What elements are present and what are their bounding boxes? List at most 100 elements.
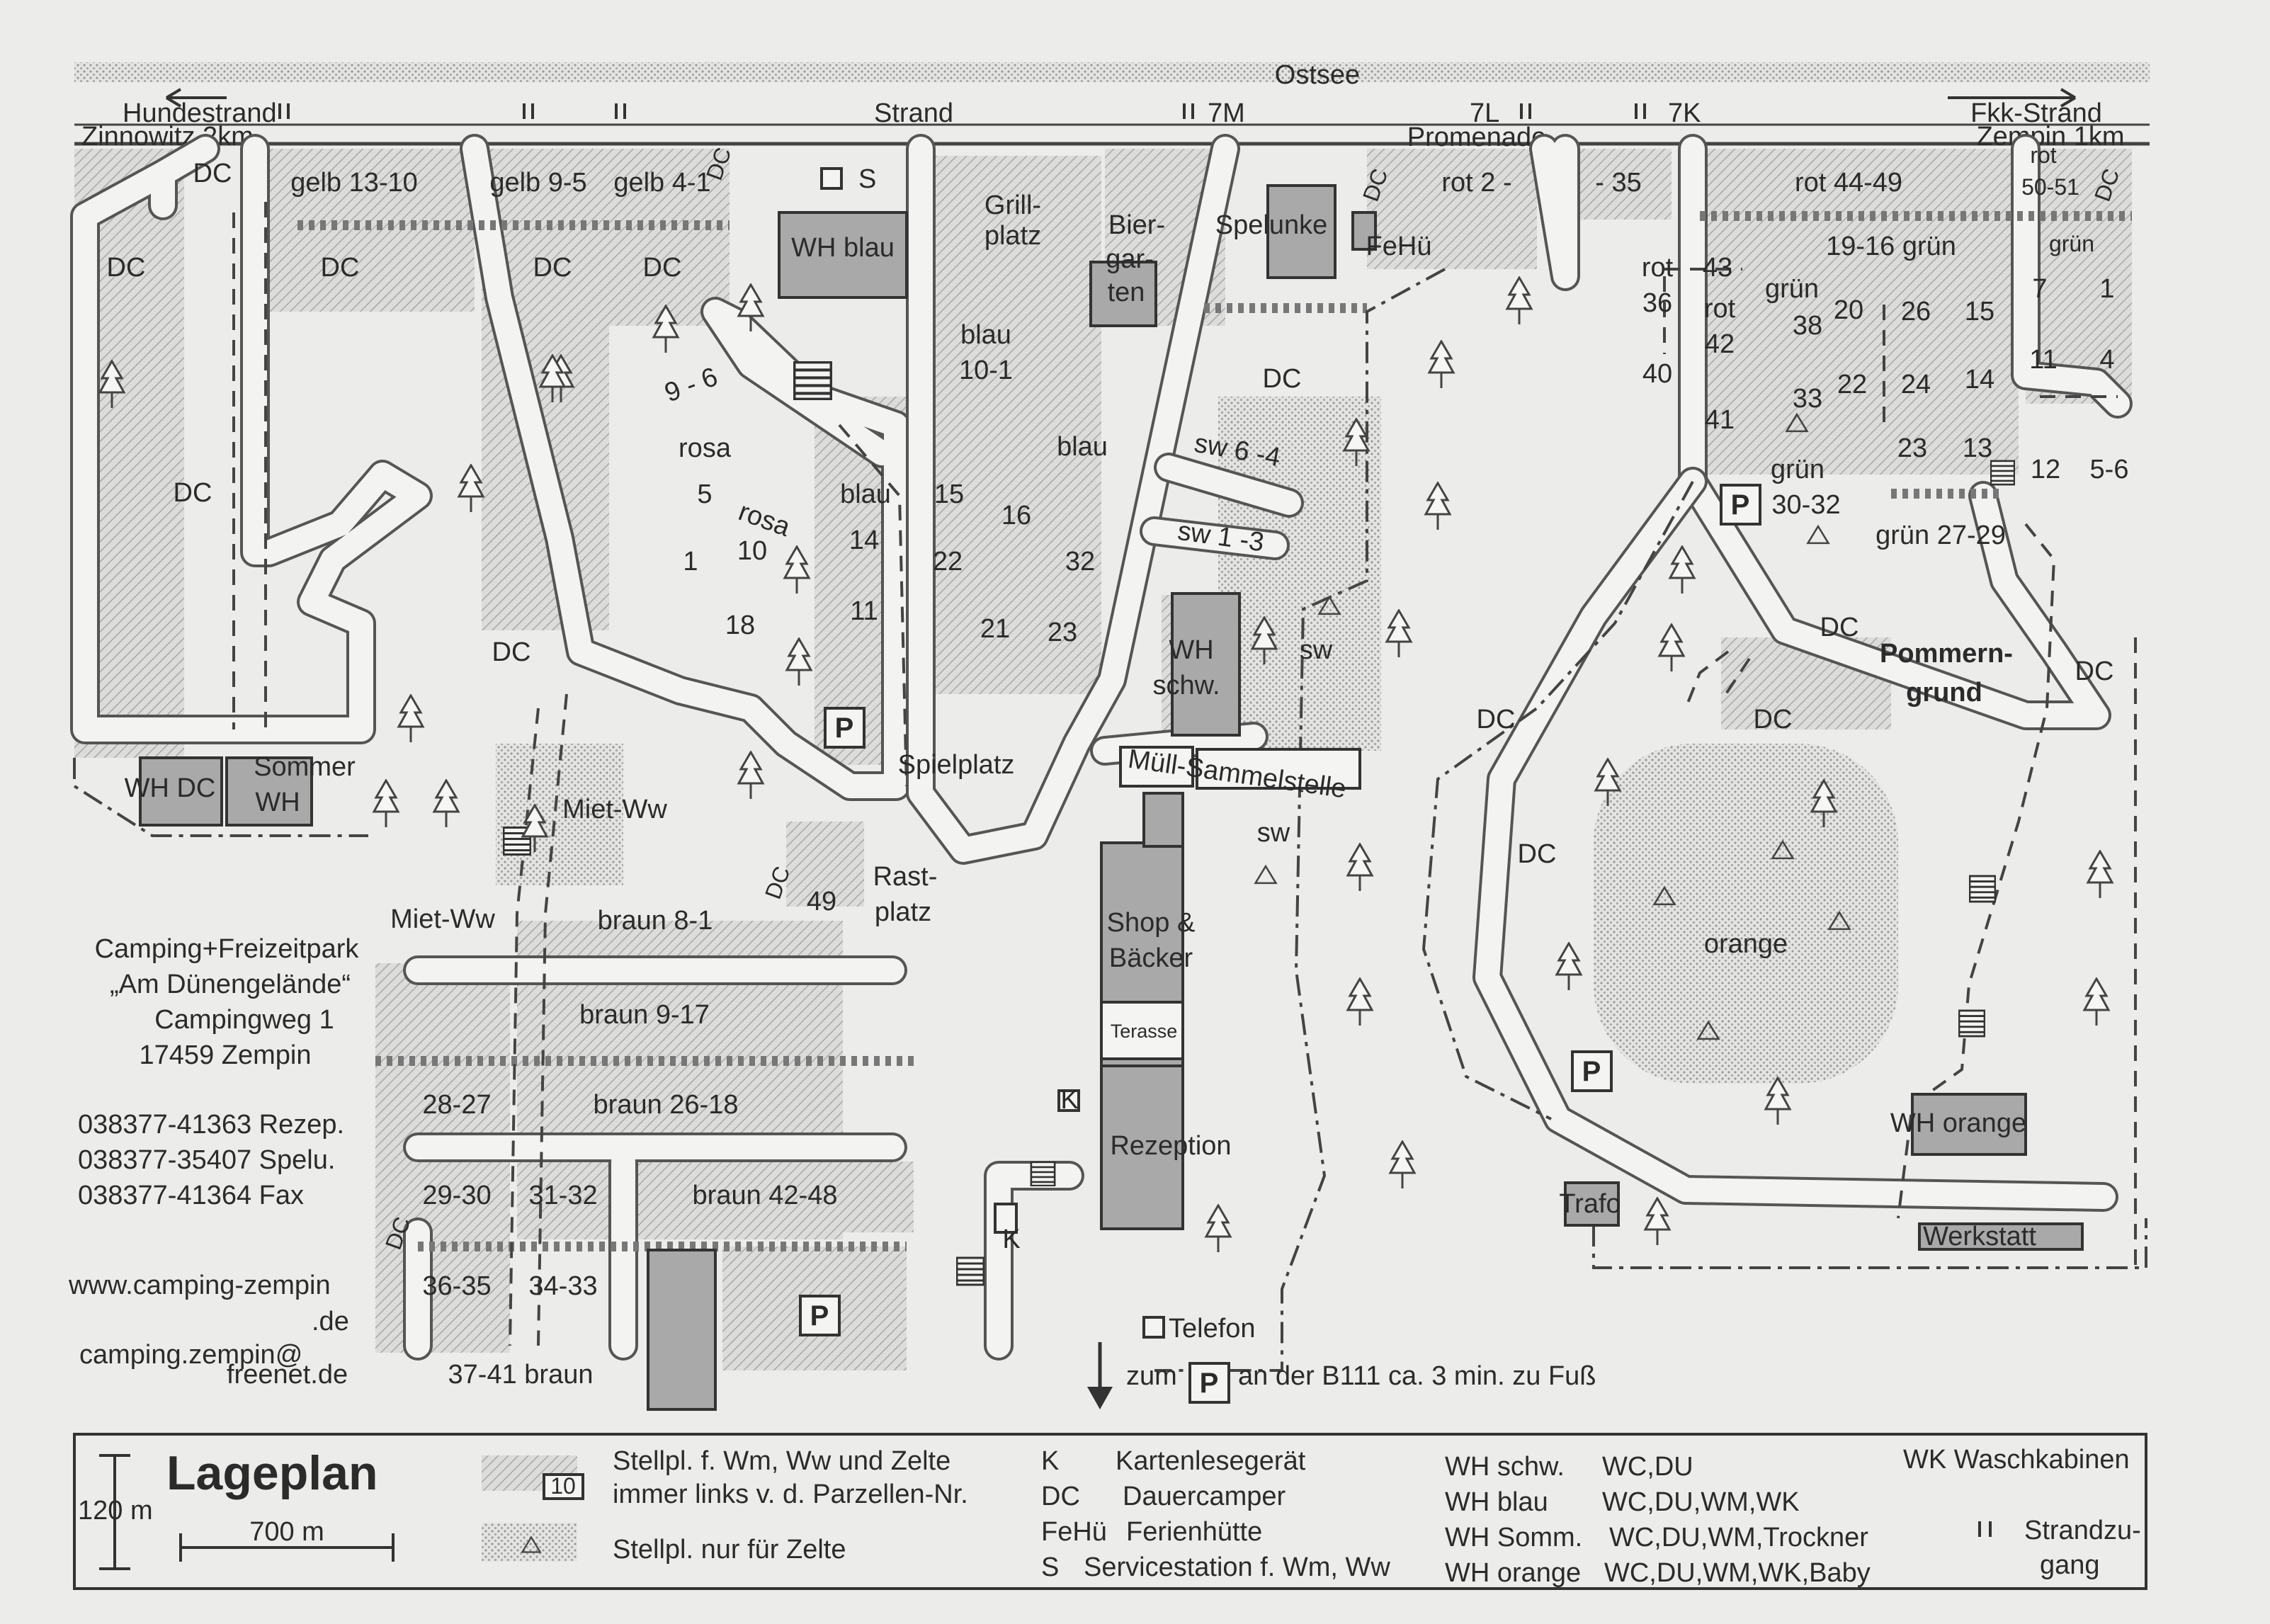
trafo-building <box>1564 1181 1620 1227</box>
footpaths <box>73 202 2147 1372</box>
blau-10-1-label: blau <box>960 320 1011 350</box>
parcel-number: 5-6 <box>2090 455 2129 484</box>
gruen-30-32-label: 30-32 <box>1771 490 1840 520</box>
miet-ww-label: Miet-Ww <box>562 795 667 824</box>
parking-icon <box>1720 484 1761 526</box>
parcel-number: 38 <box>1793 311 1822 341</box>
legend-key: WH Somm. <box>1445 1523 1582 1552</box>
gelb-13-10: gelb 13-10 <box>290 168 418 198</box>
address-block: Camping+Freizeitpark „Am Dünengelände“ C… <box>68 934 359 1390</box>
parcel-number: 36 <box>1642 288 1672 318</box>
sw-label: sw <box>1257 818 1290 848</box>
rastplatz-label: Rast- <box>873 862 938 892</box>
email-link[interactable]: camping.zempin@ <box>79 1340 302 1370</box>
dc-label: DC <box>174 478 212 508</box>
spielplatz-label: Spielplatz <box>898 750 1015 780</box>
braun-8-1-label: braun 8-1 <box>598 906 713 936</box>
phone-spelunke: 038377-35407 Spelu. <box>78 1145 335 1175</box>
parcel-number: 11 <box>2029 345 2057 375</box>
service-label: S <box>858 164 876 194</box>
service-station-box <box>820 167 843 190</box>
hedges <box>297 211 2132 1251</box>
wh-blau-label: WH blau <box>791 233 895 263</box>
b111-label: an der B111 ca. 3 min. zu Fuß <box>1238 1361 1596 1391</box>
parking-building <box>647 1249 717 1411</box>
wh-orange-building <box>1911 1093 2027 1156</box>
parcel-number: 22 <box>1837 370 1867 399</box>
sw-label: sw <box>1300 635 1333 665</box>
parcel-36-35: 36-35 <box>422 1271 491 1301</box>
muell-box <box>1119 746 1194 788</box>
gruen-label: grün <box>1771 455 1824 484</box>
blau-label: blau <box>840 479 891 509</box>
svg-text:P: P <box>1731 489 1750 521</box>
parcel-number: 21 <box>980 614 1010 644</box>
parcel-number: 20 <box>1834 295 1863 325</box>
website-link[interactable]: .de <box>312 1307 349 1336</box>
parcel-number: 1 <box>683 547 698 577</box>
parcel-number: 23 <box>1048 618 1077 647</box>
biergarten-label: Bier- <box>1108 210 1165 240</box>
dc-label: DC <box>643 253 682 283</box>
parcel-number: 15 <box>1965 297 1994 326</box>
scale-bar-horizontal <box>179 1533 395 1562</box>
wh-schw-label: WH <box>1169 635 1213 665</box>
gelb-9-5: gelb 9-5 <box>489 168 586 198</box>
parking-icon <box>824 707 866 749</box>
arrow-down-icon <box>1087 1342 1113 1409</box>
legend: Lageplan 120 m 700 m 10 Stellpl. f. Wm, … <box>73 1433 2147 1590</box>
k-label: K <box>1002 1225 1020 1254</box>
spelunke-building <box>1266 184 1337 279</box>
dc-label: DC <box>193 159 232 188</box>
gruen-19-16-label: 19-16 grün <box>1826 232 1956 261</box>
miet-ww-label: Miet-Ww <box>390 904 495 934</box>
legend-strandzugang: gang <box>2040 1550 2100 1580</box>
parcel-31-32: 31-32 <box>528 1181 597 1210</box>
blau-10-1-label: 10-1 <box>959 356 1013 385</box>
address-line: Campingweg 1 <box>154 1005 334 1035</box>
legend-strandzugang: Strandzu- <box>2024 1516 2141 1545</box>
muell-building <box>1142 792 1184 848</box>
dc-label: DC <box>1820 613 1859 642</box>
werkstatt-label: Werkstatt <box>1923 1222 2036 1251</box>
parcel-number: 49 <box>807 887 836 916</box>
gruen-label: grün <box>1765 274 1819 304</box>
website-link[interactable]: www.camping-zempin <box>68 1271 331 1300</box>
parcel-number: 16 <box>1001 501 1031 530</box>
parking-icon <box>1188 1362 1230 1404</box>
grillplatz-label: platz <box>984 221 1041 251</box>
parcel-number-sample: 10 <box>550 1473 576 1499</box>
sea-label: Ostsee <box>1275 60 1360 90</box>
parcel-number: 41 <box>1705 405 1735 435</box>
wh-orange-label: WH orange <box>1890 1108 2026 1138</box>
parcel-number: 33 <box>1793 384 1822 414</box>
spelunke-label: Spelunke <box>1215 210 1327 240</box>
wh-schw-label: schw. <box>1152 671 1220 700</box>
parking-icon <box>799 1295 841 1336</box>
legend-title: Lageplan <box>166 1446 378 1500</box>
email-link[interactable]: freenet.de <box>227 1360 348 1390</box>
parcel-number: 24 <box>1901 370 1931 399</box>
rot-35-label: - 35 <box>1595 168 1641 198</box>
rot-2-label: rot 2 - <box>1441 168 1511 198</box>
dc-label: DC <box>1477 705 1516 734</box>
scale-vertical-label: 120 m <box>78 1496 153 1526</box>
parcel-number: 14 <box>849 526 879 555</box>
parcel-number: 4 <box>2099 345 2114 375</box>
biergarten-label: ten <box>1108 278 1145 307</box>
legend-stellplatz: immer links v. d. Parzellen-Nr. <box>613 1480 968 1509</box>
parcel-number: 15 <box>934 479 964 509</box>
svg-text:P: P <box>1200 1368 1219 1399</box>
rot-label: rot <box>1704 294 1736 324</box>
blau-label: blau <box>1057 432 1108 462</box>
beach-access-icon <box>1978 1521 1992 1537</box>
dc-label: DC <box>107 253 146 283</box>
terasse-box <box>1100 1001 1184 1060</box>
parcel-number-box <box>543 1473 584 1500</box>
arrow-right-icon <box>1948 88 2077 108</box>
rezeption-building <box>1100 1064 1184 1230</box>
braun-37-41-label: 37-41 braun <box>448 1360 594 1390</box>
legend-value: Kartenlesegerät <box>1116 1446 1306 1476</box>
parcel-number: 7 <box>2032 274 2047 304</box>
